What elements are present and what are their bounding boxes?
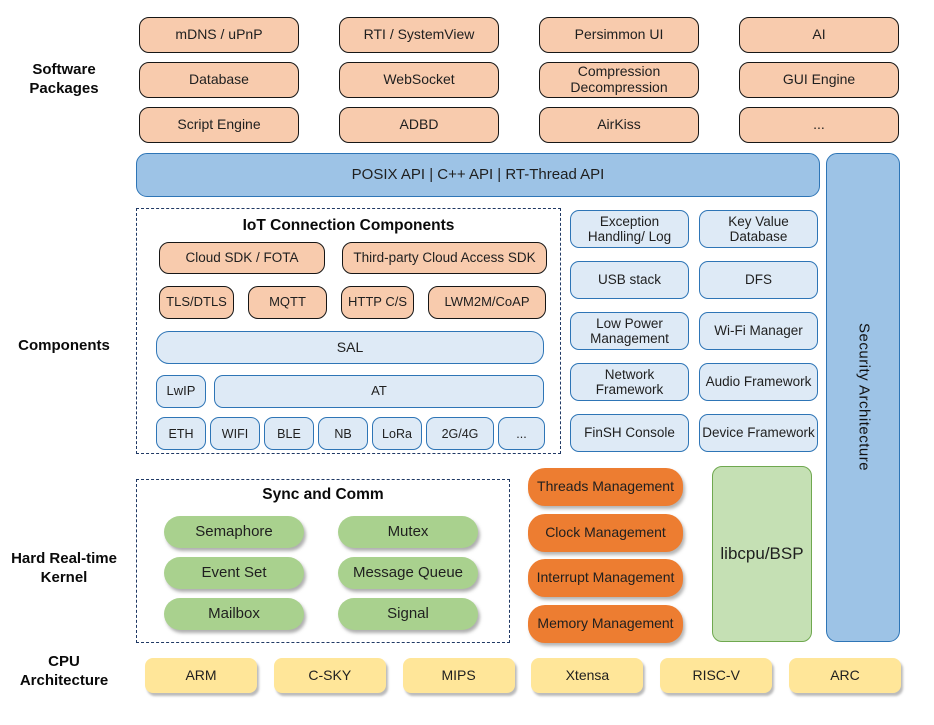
- iot-protocol-row: TLS/DTLS MQTT HTTP C/S LWM2M/CoAP: [159, 286, 546, 319]
- security-architecture-label: Security Architecture: [855, 323, 873, 472]
- service-audio-framework: Audio Framework: [699, 363, 818, 401]
- cpu-arc: ARC: [788, 658, 901, 693]
- package-adbd: ADBD: [339, 107, 499, 143]
- iot-cloud-sdk-fota: Cloud SDK / FOTA: [159, 242, 325, 274]
- package-compression-decompression: Compression Decompression: [539, 62, 699, 98]
- service-wifi-manager: Wi-Fi Manager: [699, 312, 818, 350]
- service-key-value-database: Key Value Database: [699, 210, 818, 248]
- label-software-packages: Software Packages: [29, 61, 99, 98]
- iot-at: AT: [214, 375, 544, 408]
- kernel-mutex: Mutex: [338, 516, 478, 548]
- cpu-mips: MIPS: [402, 658, 515, 693]
- iot-http-cs: HTTP C/S: [341, 286, 414, 319]
- cpu-risc-v: RISC-V: [660, 658, 773, 693]
- iot-link-wifi: WIFI: [210, 417, 260, 450]
- kernel-semaphore: Semaphore: [164, 516, 304, 548]
- service-network-framework: Network Framework: [570, 363, 689, 401]
- iot-mqtt: MQTT: [248, 286, 327, 319]
- iot-link-nb: NB: [318, 417, 368, 450]
- package-websocket: WebSocket: [339, 62, 499, 98]
- service-dfs: DFS: [699, 261, 818, 299]
- iot-link-eth: ETH: [156, 417, 206, 450]
- cpu-architecture-row: ARM C-SKY MIPS Xtensa RISC-V ARC: [145, 658, 901, 693]
- iot-link-more: ...: [498, 417, 545, 450]
- kernel-interrupt-management: Interrupt Management: [528, 559, 683, 598]
- service-low-power-management: Low Power Management: [570, 312, 689, 350]
- iot-sal-bar: SAL: [156, 331, 544, 364]
- package-gui-engine: GUI Engine: [739, 62, 899, 98]
- kernel-signal: Signal: [338, 598, 478, 630]
- iot-link-ble: BLE: [264, 417, 314, 450]
- package-database: Database: [139, 62, 299, 98]
- package-persimmon-ui: Persimmon UI: [539, 17, 699, 53]
- iot-connection-components-box: IoT Connection Components Cloud SDK / FO…: [136, 208, 561, 454]
- sync-title: Sync and Comm: [262, 486, 384, 503]
- sync-grid: Semaphore Mutex Event Set Message Queue …: [164, 516, 478, 630]
- iot-link-2g4g: 2G/4G: [426, 417, 494, 450]
- sync-and-comm-box: Sync and Comm Semaphore Mutex Event Set …: [136, 479, 510, 643]
- iot-lwip: LwIP: [156, 375, 206, 408]
- package-airkiss: AirKiss: [539, 107, 699, 143]
- kernel-clock-management: Clock Management: [528, 513, 683, 552]
- kernel-mailbox: Mailbox: [164, 598, 304, 630]
- service-usb-stack: USB stack: [570, 261, 689, 299]
- iot-links-row: ETH WIFI BLE NB LoRa 2G/4G ...: [156, 417, 545, 450]
- libcpu-bsp-box: libcpu/BSP: [712, 466, 812, 642]
- label-cpu-architecture: CPU Architecture: [19, 653, 109, 690]
- cpu-arm: ARM: [145, 658, 257, 693]
- package-mdns-upnp: mDNS / uPnP: [139, 17, 299, 53]
- iot-lwip-at-row: LwIP AT: [156, 375, 544, 408]
- service-finsh-console: FinSH Console: [570, 414, 689, 452]
- cpu-xtensa: Xtensa: [531, 658, 644, 693]
- label-components: Components: [18, 337, 110, 354]
- software-packages-grid: mDNS / uPnP RTI / SystemView Persimmon U…: [139, 17, 899, 143]
- service-exception-handling-log: Exception Handling/ Log: [570, 210, 689, 248]
- iot-tls-dtls: TLS/DTLS: [159, 286, 234, 319]
- security-architecture-bar: Security Architecture: [826, 153, 900, 642]
- iot-sdk-row: Cloud SDK / FOTA Third-party Cloud Acces…: [159, 242, 547, 274]
- kernel-memory-management: Memory Management: [528, 604, 683, 643]
- package-script-engine: Script Engine: [139, 107, 299, 143]
- service-device-framework: Device Framework: [699, 414, 818, 452]
- kernel-management-column: Threads Management Clock Management Inte…: [528, 468, 683, 643]
- iot-link-lora: LoRa: [372, 417, 422, 450]
- kernel-message-queue: Message Queue: [338, 557, 478, 589]
- kernel-threads-management: Threads Management: [528, 468, 683, 506]
- iot-lwm2m-coap: LWM2M/CoAP: [428, 286, 546, 319]
- package-ai: AI: [739, 17, 899, 53]
- iot-title: IoT Connection Components: [242, 217, 455, 234]
- cpu-c-sky: C-SKY: [273, 658, 386, 693]
- api-bar: POSIX API | C++ API | RT-Thread API: [136, 153, 820, 197]
- kernel-event-set: Event Set: [164, 557, 304, 589]
- label-hard-realtime-kernel: Hard Real-time Kernel: [11, 550, 117, 587]
- package-rti-systemview: RTI / SystemView: [339, 17, 499, 53]
- component-services-grid: Exception Handling/ Log Key Value Databa…: [570, 210, 818, 452]
- package-more: ...: [739, 107, 899, 143]
- iot-thirdparty-cloud-sdk: Third-party Cloud Access SDK: [342, 242, 547, 274]
